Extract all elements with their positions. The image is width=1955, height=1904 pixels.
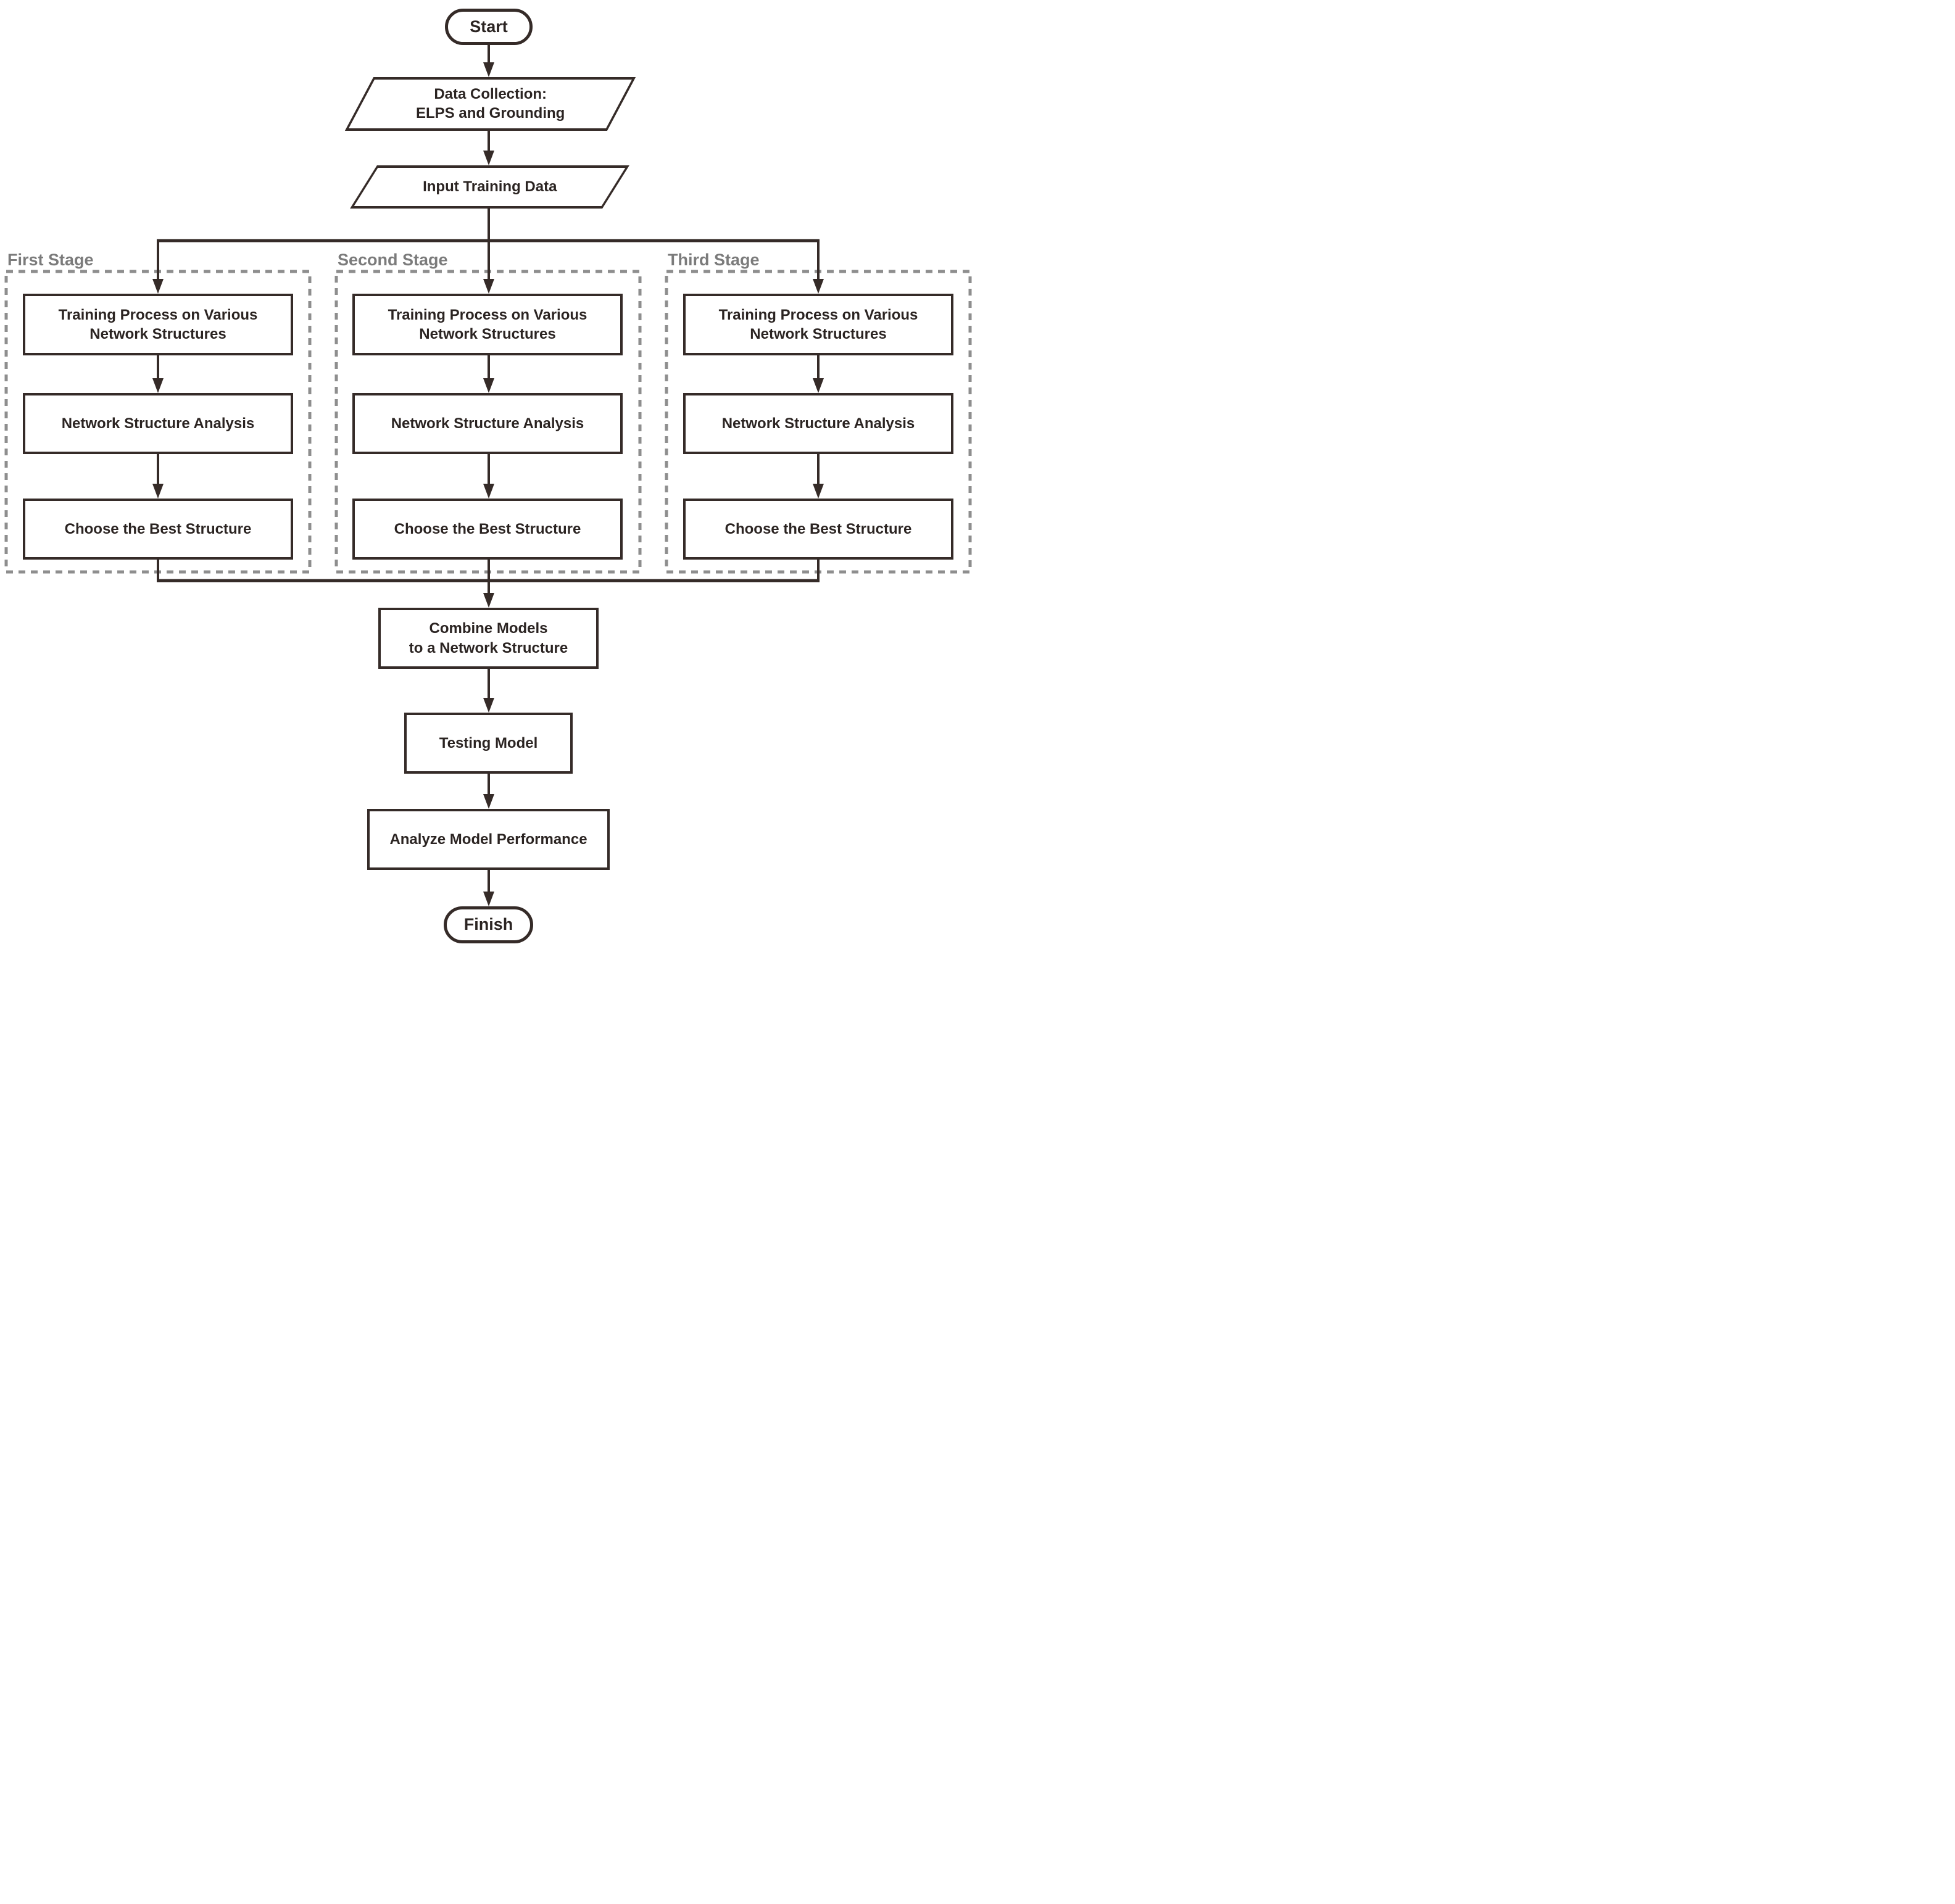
stage1-training-process-node: Training Process on Various Network Stru… bbox=[23, 294, 293, 355]
stage1-network-analysis-node: Network Structure Analysis bbox=[23, 393, 293, 454]
connector-stage2-training-to-analysis bbox=[483, 355, 494, 393]
connector-layer bbox=[4, 45, 972, 906]
stage-label-first: First Stage bbox=[7, 250, 94, 269]
stage3-choose-best-node: Choose the Best Structure bbox=[683, 499, 953, 560]
stage3-network-analysis-node: Network Structure Analysis bbox=[683, 393, 953, 454]
stage2-choose-best-node: Choose the Best Structure bbox=[352, 499, 623, 560]
connector-combine-to-testing bbox=[483, 669, 494, 713]
testing-model-node: Testing Model bbox=[404, 713, 573, 774]
connector-branch-to-stage-third bbox=[813, 241, 824, 294]
connector-input-to-branch bbox=[157, 209, 820, 242]
connector-stage2-analysis-to-choose bbox=[483, 454, 494, 499]
connector-stage3-training-to-analysis bbox=[813, 355, 824, 393]
stage-label-third: Third Stage bbox=[668, 250, 760, 269]
analyze-performance-node: Analyze Model Performance bbox=[367, 809, 610, 870]
data-collection-node: Data Collection: ELPS and Grounding bbox=[344, 77, 636, 131]
input-training-data-node: Input Training Data bbox=[350, 165, 629, 209]
stage1-choose-best-node: Choose the Best Structure bbox=[23, 499, 293, 560]
stage-label-second: Second Stage bbox=[338, 250, 448, 269]
flowchart-canvas: Start Data Collection: ELPS and Groundin… bbox=[0, 0, 978, 952]
finish-node: Finish bbox=[444, 906, 533, 943]
stage3-training-process-node: Training Process on Various Network Stru… bbox=[683, 294, 953, 355]
data-collection-label: Data Collection: ELPS and Grounding bbox=[415, 86, 565, 122]
connector-testing-to-analyze bbox=[483, 774, 494, 809]
connector-merge-to-combine bbox=[483, 581, 494, 608]
connector-data-collection-to-input bbox=[483, 130, 494, 165]
connector-branch-to-stage-second bbox=[483, 241, 494, 294]
connector-analyze-to-finish bbox=[483, 870, 494, 906]
connector-start-to-data-collection bbox=[483, 45, 494, 77]
start-node: Start bbox=[445, 9, 533, 45]
connector-stage1-analysis-to-choose bbox=[152, 454, 164, 499]
connector-stage1-training-to-analysis bbox=[152, 355, 164, 393]
stage2-network-analysis-node: Network Structure Analysis bbox=[352, 393, 623, 454]
input-training-data-label: Input Training Data bbox=[422, 178, 557, 196]
connector-stage3-analysis-to-choose bbox=[813, 454, 824, 499]
connector-branch-to-stage-first bbox=[152, 241, 164, 294]
stage2-training-process-node: Training Process on Various Network Stru… bbox=[352, 294, 623, 355]
combine-models-node: Combine Models to a Network Structure bbox=[378, 608, 599, 669]
